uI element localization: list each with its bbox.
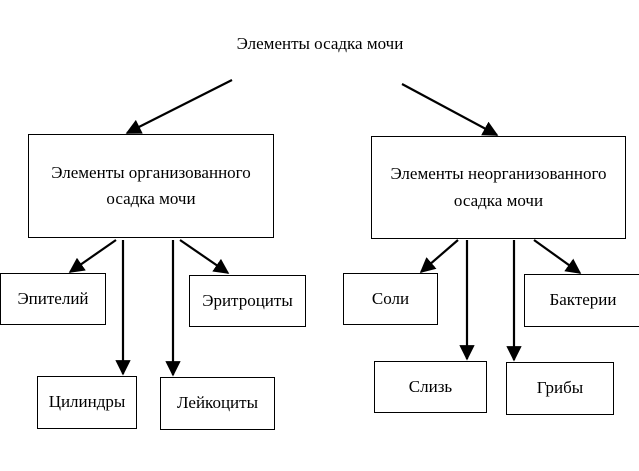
node-bacteria: Бактерии — [524, 274, 639, 327]
node-cylinders: Цилиндры — [37, 376, 137, 429]
node-salts: Соли — [343, 273, 438, 325]
node-organized-sediment: Элементы организованного осадка мочи — [28, 134, 274, 238]
arrow-organized-to-erythrocytes — [179, 239, 230, 274]
node-unorganized-sediment: Элементы неорганизованного осадка мочи — [371, 136, 626, 239]
diagram-root-label: Элементы осадка мочи — [236, 34, 404, 53]
node-leukocytes: Лейкоциты — [160, 377, 275, 430]
arrow-unorganized-to-bacteria — [533, 239, 582, 274]
node-fungi: Грибы — [506, 362, 614, 415]
arrow-unorganized-to-salts — [419, 239, 459, 274]
arrow-root-to-organized — [125, 79, 233, 134]
node-erythrocytes: Эритроциты — [189, 275, 306, 327]
node-mucus: Слизь — [374, 361, 487, 413]
arrow-root-to-unorganized — [401, 83, 499, 136]
arrow-organized-to-epithelium — [68, 239, 117, 273]
node-epithelium: Эпителий — [0, 273, 106, 325]
